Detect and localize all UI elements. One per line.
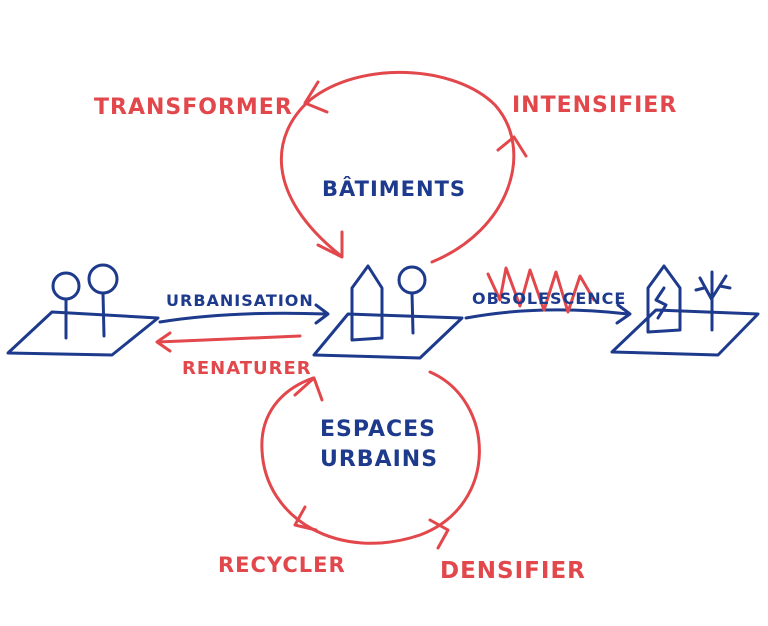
label-urbanisation: URBANISATION	[166, 291, 314, 310]
right-plot-icon	[610, 264, 760, 357]
renaturer-arrow	[155, 331, 302, 353]
label-recycler: RECYCLER	[218, 553, 346, 577]
label-urbains: URBAINS	[320, 447, 438, 472]
label-intensifier: INTENSIFIER	[512, 93, 677, 118]
label-obsolescence: OBSOLESCENCE	[472, 289, 626, 308]
label-transformer: TRANSFORMER	[94, 95, 293, 120]
espaces-urbains-cycle-loop	[260, 370, 481, 550]
label-batiments: BÂTIMENTS	[322, 176, 466, 201]
urbanisation-arrow	[158, 303, 330, 325]
label-densifier: DENSIFIER	[440, 558, 586, 584]
obsolescence-scribble	[486, 266, 596, 314]
batiments-cycle-loop	[279, 70, 528, 264]
center-plot-icon	[312, 264, 464, 360]
obsolescence-arrow	[464, 303, 632, 325]
left-plot-icon	[6, 263, 160, 357]
label-espaces: ESPACES	[320, 417, 436, 442]
label-renaturer: RENATURER	[182, 358, 312, 379]
